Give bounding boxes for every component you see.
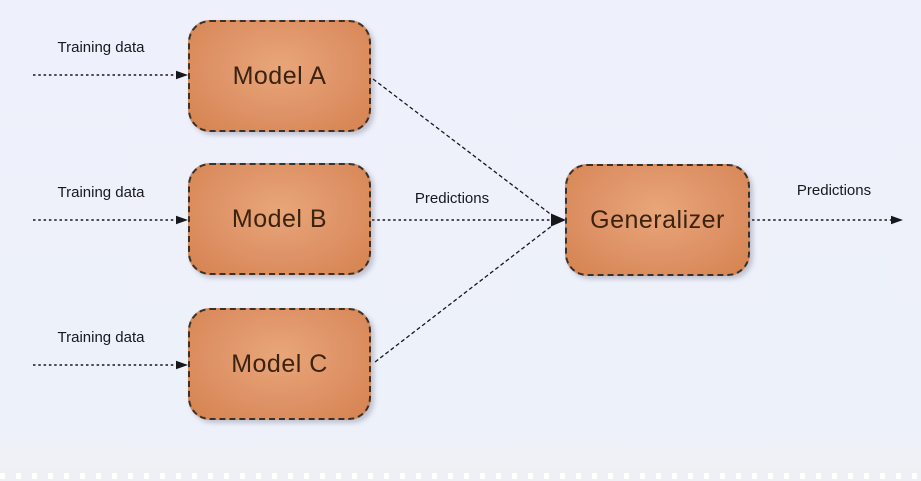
node-model-a-label: Model A [232,61,327,90]
edge-label-predictions-out: Predictions [796,182,872,199]
edge-label-training-data-b: Training data [57,184,145,201]
node-model-b-label: Model B [231,204,328,233]
arrow-training-data-c [33,360,188,370]
edge-model-a-generalizer [372,78,554,217]
edge-model-c-generalizer [374,224,554,363]
arrow-training-data-b [33,215,188,225]
edge-label-predictions-mid: Predictions [414,190,490,207]
node-model-c-label: Model C [231,349,328,378]
node-model-c: Model C [188,308,371,420]
arrow-training-data-a [33,70,188,80]
node-generalizer-label: Generalizer [590,205,725,234]
bottom-dotted-edge [0,473,921,479]
node-generalizer: Generalizer [565,164,750,276]
edge-label-training-data-c: Training data [57,329,145,346]
node-model-b: Model B [188,163,371,275]
arrow-predictions-out [752,215,903,225]
convergence-arrowhead [551,213,566,227]
edge-label-training-data-a: Training data [57,39,145,56]
node-model-a: Model A [188,20,371,132]
